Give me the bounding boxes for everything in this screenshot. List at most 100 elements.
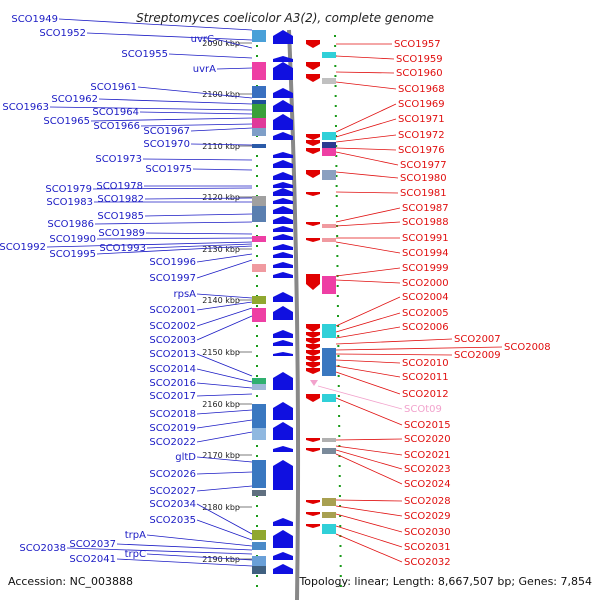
left-gene-label[interactable]: SCO1961 [90, 82, 137, 93]
right-gene-label[interactable]: SCO1976 [398, 145, 445, 156]
left-gene-label[interactable]: SCO1975 [145, 164, 192, 175]
left-gene-label[interactable]: SCO2016 [149, 378, 196, 389]
reverse-gene-arrow[interactable] [306, 238, 320, 242]
forward-gene-arrow[interactable] [273, 330, 293, 338]
forward-gene-box[interactable] [252, 128, 266, 136]
forward-gene-arrow[interactable] [273, 446, 293, 452]
right-gene-label[interactable]: SCO2004 [402, 292, 449, 303]
reverse-gene-arrow[interactable] [306, 134, 320, 140]
forward-gene-box[interactable] [252, 118, 266, 128]
reverse-gene-arrow[interactable] [306, 394, 320, 402]
right-gene-label[interactable]: SCO2009 [454, 350, 501, 361]
left-gene-label[interactable]: SCO1964 [92, 107, 139, 118]
right-gene-label[interactable]: SCO2032 [404, 557, 451, 568]
forward-gene-arrow[interactable] [273, 530, 293, 548]
reverse-gene-box[interactable] [322, 394, 336, 402]
forward-gene-box[interactable] [252, 86, 266, 98]
forward-gene-arrow[interactable] [273, 352, 293, 356]
forward-gene-arrow[interactable] [273, 30, 293, 44]
forward-gene-box[interactable] [252, 542, 266, 550]
left-gene-label[interactable]: trpC [125, 549, 146, 560]
reverse-gene-arrow[interactable] [306, 524, 320, 528]
reverse-gene-arrow[interactable] [306, 40, 320, 48]
forward-gene-arrow[interactable] [273, 216, 293, 224]
forward-gene-arrow[interactable] [273, 188, 293, 196]
forward-gene-box[interactable] [252, 378, 266, 384]
forward-gene-arrow[interactable] [273, 306, 293, 320]
forward-gene-box[interactable] [252, 490, 266, 496]
right-gene-label[interactable]: SCO1977 [400, 160, 447, 171]
right-gene-label[interactable]: SCO1957 [394, 39, 441, 50]
left-gene-label[interactable]: SCO1970 [143, 139, 190, 150]
rna-gene-marker[interactable] [310, 380, 318, 386]
reverse-gene-box[interactable] [322, 324, 336, 338]
forward-gene-box[interactable] [252, 556, 266, 566]
forward-gene-arrow[interactable] [273, 226, 293, 232]
right-gene-label[interactable]: SCO2029 [404, 511, 451, 522]
forward-gene-box[interactable] [252, 30, 266, 42]
forward-gene-arrow[interactable] [273, 182, 293, 188]
forward-gene-box[interactable] [252, 236, 266, 242]
reverse-gene-arrow[interactable] [306, 368, 320, 374]
right-gene-label[interactable]: SCO2012 [402, 389, 449, 400]
right-gene-label[interactable]: SCO1981 [400, 188, 447, 199]
right-gene-label[interactable]: SCO2015 [404, 420, 451, 431]
left-gene-label[interactable]: SCO2018 [149, 409, 196, 420]
forward-gene-box[interactable] [252, 460, 266, 488]
right-gene-label[interactable]: SCO2007 [454, 334, 501, 345]
right-gene-label[interactable]: SCO1991 [402, 233, 449, 244]
reverse-gene-box[interactable] [322, 448, 336, 454]
forward-gene-box[interactable] [252, 62, 266, 80]
right-gene-label[interactable]: SCO1968 [398, 84, 445, 95]
reverse-gene-arrow[interactable] [306, 344, 320, 350]
forward-gene-arrow[interactable] [273, 244, 293, 250]
left-gene-label[interactable]: SCO1978 [96, 181, 143, 192]
left-gene-label[interactable]: gltD [175, 452, 196, 463]
forward-gene-arrow[interactable] [273, 160, 293, 168]
left-gene-label[interactable]: SCO2041 [69, 554, 116, 565]
left-gene-label[interactable]: trpA [125, 530, 146, 541]
forward-gene-box[interactable] [252, 530, 266, 540]
right-gene-label[interactable]: SCO1987 [402, 203, 449, 214]
left-gene-labels[interactable]: SCO1949SCO1952uvrCSCO1955uvrASCO1961SCO1… [0, 14, 216, 565]
reverse-gene-arrow[interactable] [306, 338, 320, 344]
left-gene-label[interactable]: SCO1962 [51, 94, 98, 105]
reverse-gene-arrow[interactable] [306, 222, 320, 226]
right-gene-label[interactable]: SCO2028 [404, 496, 451, 507]
reverse-gene-arrow[interactable] [306, 512, 320, 516]
right-gene-label[interactable]: SCO1999 [402, 263, 449, 274]
left-gene-label[interactable]: SCO2019 [149, 423, 196, 434]
left-gene-label[interactable]: SCO2022 [149, 437, 196, 448]
forward-gene-arrow[interactable] [273, 114, 293, 130]
reverse-gene-arrow[interactable] [306, 350, 320, 356]
reverse-gene-box[interactable] [322, 132, 336, 140]
forward-gene-box[interactable] [252, 404, 266, 430]
left-gene-label[interactable]: SCO1985 [97, 211, 144, 222]
forward-gene-arrow[interactable] [273, 262, 293, 268]
forward-gene-box[interactable] [252, 196, 266, 206]
right-gene-labels[interactable]: SCO1957SCO1959SCO1960SCO1968SCO1969SCO19… [394, 39, 551, 568]
left-gene-label[interactable]: SCO1995 [49, 249, 96, 260]
right-gene-label[interactable]: SCO1980 [400, 173, 447, 184]
right-gene-label[interactable]: SCO1994 [402, 248, 449, 259]
right-gene-label[interactable]: SCO1969 [398, 99, 445, 110]
reverse-gene-box[interactable] [322, 52, 336, 58]
reverse-gene-box[interactable] [322, 348, 336, 376]
left-gene-label[interactable]: SCO2038 [19, 543, 66, 554]
right-gene-label[interactable]: SCO2010 [402, 358, 449, 369]
left-gene-label[interactable]: SCO1952 [39, 28, 86, 39]
forward-gene-arrow[interactable] [273, 252, 293, 258]
reverse-gene-arrow[interactable] [306, 148, 320, 154]
forward-gene-box[interactable] [252, 206, 266, 222]
reverse-gene-arrow[interactable] [306, 324, 320, 332]
forward-gene-box[interactable] [252, 428, 266, 440]
forward-gene-arrow[interactable] [273, 88, 293, 98]
right-gene-label[interactable]: SCO2020 [404, 434, 451, 445]
left-gene-label[interactable]: SCO1967 [143, 126, 190, 137]
left-gene-label[interactable]: SCO1949 [11, 14, 58, 25]
forward-gene-box[interactable] [252, 144, 266, 148]
left-gene-label[interactable]: SCO2027 [149, 486, 196, 497]
forward-gene-arrow[interactable] [273, 56, 293, 62]
reverse-gene-arrow[interactable] [306, 356, 320, 362]
forward-gene-arrow[interactable] [273, 340, 293, 346]
